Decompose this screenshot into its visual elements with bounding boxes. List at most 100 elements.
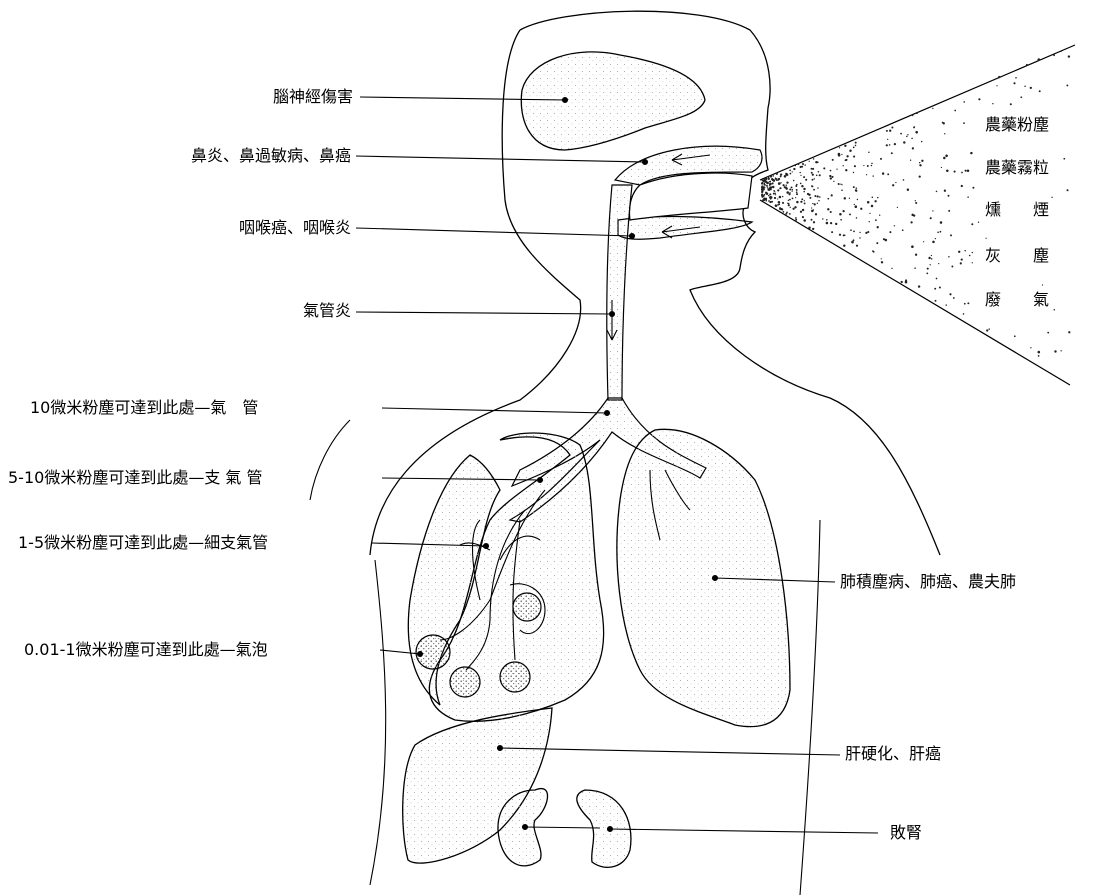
spray-particle [946, 169, 949, 172]
spray-particle [963, 313, 965, 315]
spray-particle [769, 181, 770, 182]
spray-particle [813, 221, 815, 223]
spray-particle [827, 208, 829, 210]
spray-particle [869, 213, 870, 214]
spray-particle [915, 254, 917, 256]
spray-particle [769, 183, 772, 186]
spray-particle [915, 200, 916, 201]
spray-particle [876, 242, 878, 244]
spray-particle [812, 228, 814, 230]
spray-particle [853, 147, 855, 149]
spray-particle [912, 147, 914, 149]
right-lung [617, 429, 790, 726]
spray-particle [857, 199, 858, 200]
spray-particle [939, 287, 941, 289]
spray-particle [777, 189, 779, 191]
spray-particle [1020, 96, 1022, 98]
spray-particle [971, 223, 973, 225]
spray-particle [793, 180, 795, 182]
spray-particle [849, 149, 851, 151]
spray-particle [1054, 350, 1056, 352]
spray-particle [915, 131, 918, 134]
spray-particle [829, 175, 831, 177]
spray-particle [827, 198, 829, 200]
label-alveoli-level: 0.01-1微米粉塵可達到此處—氣泡 [24, 640, 268, 660]
spray-particle [842, 210, 844, 212]
spray-particle [940, 221, 943, 224]
spray-particle [800, 172, 801, 173]
spray-particle [841, 189, 843, 191]
brain [521, 52, 705, 150]
spray-particle [894, 143, 896, 145]
spray-particle [801, 185, 803, 187]
spray-particle [1068, 331, 1070, 333]
spray-particle [789, 189, 791, 191]
spray-particle [773, 175, 775, 177]
spray-particle [1063, 158, 1065, 160]
spray-particle [931, 258, 932, 259]
spray-particle [1066, 84, 1068, 86]
spray-particle [778, 182, 781, 185]
label-bronchi-level: 5-10微米粉塵可達到此處—支 氣 管 [8, 468, 263, 488]
spray-particle [914, 267, 916, 269]
spray-particle [774, 193, 775, 194]
spray-particle [782, 196, 783, 197]
spray-particle [818, 171, 820, 173]
spray-particle [815, 213, 817, 215]
spray-particle [853, 239, 855, 241]
spray-particle [839, 213, 842, 216]
spray-particle [877, 197, 878, 198]
spray-particle [777, 204, 779, 206]
spray-particle [840, 184, 841, 185]
label-trachea-level: 10微米粉塵可達到此處—氣 管 [30, 398, 258, 418]
spray-particle [811, 210, 814, 213]
spray-particle [841, 184, 842, 185]
spray-particle [843, 165, 844, 166]
spray-particle [856, 187, 858, 189]
spray-particle [911, 214, 914, 217]
spray-particle [910, 160, 911, 161]
spray-particle [958, 251, 960, 253]
spray-particle [1014, 335, 1016, 337]
spray-particle [767, 187, 768, 188]
spray-particle [791, 190, 792, 191]
spray-particle [778, 178, 780, 180]
spray-particle [766, 193, 768, 195]
spray-particle [875, 219, 877, 221]
spray-particle [914, 126, 915, 127]
spray-particle [833, 181, 834, 182]
spray-particle [805, 179, 807, 181]
spray-particle [855, 205, 858, 208]
spray-particle [777, 198, 778, 199]
spray-particle [779, 207, 781, 209]
pollutant-2: 燻 煙 [985, 200, 1049, 220]
spray-particle [844, 197, 846, 199]
spray-particle [795, 197, 796, 198]
spray-particle [800, 175, 801, 176]
spray-particle [830, 222, 832, 224]
spray-particle [789, 192, 791, 194]
spray-particle [850, 229, 852, 231]
spray-particle [1066, 189, 1068, 191]
spray-particle [903, 141, 905, 143]
spray-particle [791, 186, 793, 188]
spray-particle [891, 152, 893, 154]
spray-particle [771, 201, 773, 203]
spray-particle [859, 232, 860, 233]
spray-particle [773, 190, 775, 192]
spray-particle [776, 173, 778, 175]
spray-particle [768, 178, 770, 180]
spray-particle [928, 257, 930, 259]
spray-particle [794, 206, 796, 208]
spray-particle [915, 202, 917, 204]
spray-particle [764, 184, 765, 185]
spray-particle [948, 256, 950, 258]
spray-particle [854, 204, 855, 205]
shoulder-line [310, 420, 350, 500]
spray-particle [910, 221, 912, 223]
spray-particle [964, 303, 966, 305]
spray-particle [838, 153, 841, 156]
spray-particle [786, 174, 789, 177]
spray-particle [769, 193, 771, 195]
spray-particle [934, 288, 936, 290]
